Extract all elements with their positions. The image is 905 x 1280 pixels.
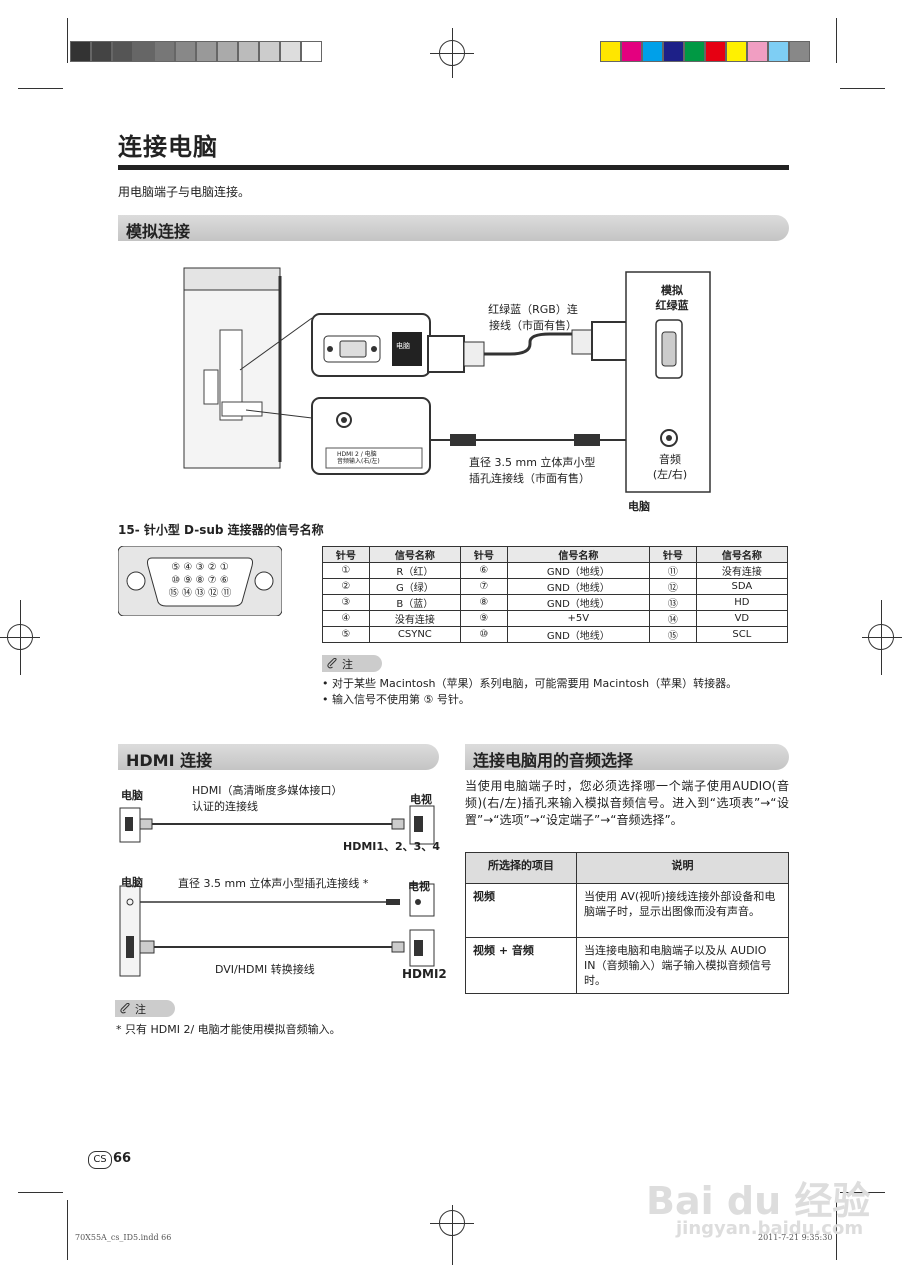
hdmi-pc2-label: 电脑: [121, 876, 143, 889]
note-list-1: • 对于某些 Macintosh（苹果）系列电脑，可能需要用 Macintosh…: [322, 676, 737, 708]
color-swatch: [238, 41, 259, 62]
page-title: 连接电脑: [118, 133, 218, 161]
color-swatch: [789, 41, 810, 62]
table-row: 视频 + 音频 当连接电脑和电脑端子以及从 AUDIO IN（音频输入）端子输入…: [465, 937, 789, 994]
color-swatch: [684, 41, 705, 62]
hdmi-connection-diagram: [119, 805, 435, 977]
table-header-row: 所选择的项目 说明: [465, 852, 789, 884]
dsub-pin-numbers: ⑤ ④ ③ ② ① ⑩ ⑨ ⑧ ⑦ ⑥ ⑮ ⑭ ⑬ ⑫ ⑪: [150, 561, 250, 600]
pin-row: ⑮ ⑭ ⑬ ⑫ ⑪: [168, 588, 232, 599]
vga-plug-pc: [591, 321, 629, 361]
color-swatch: [112, 41, 133, 62]
footer-file: 70X55A_cs_ID5.indd 66: [75, 1233, 172, 1242]
title-rule: [118, 165, 789, 170]
pin-section-title: 15- 针小型 D-sub 连接器的信号名称: [118, 523, 324, 537]
note-tag: 注: [115, 1000, 175, 1017]
language-badge: CS: [88, 1151, 112, 1169]
hdmi-cable-label: HDMI（高清晰度多媒体接口）认证的连接线: [192, 784, 343, 813]
paperclip-icon: [327, 658, 337, 669]
hdmi-tv2-label: 电视: [408, 880, 430, 893]
intro-text: 用电脑端子与电脑连接。: [118, 185, 251, 199]
color-swatch: [705, 41, 726, 62]
pin-row: ⑩ ⑨ ⑧ ⑦ ⑥: [171, 575, 229, 586]
watermark-url: jingyan.baidu.com: [676, 1218, 864, 1239]
color-swatch: [301, 41, 322, 62]
note-item: • 输入信号不使用第 ⑤ 号针。: [322, 693, 470, 706]
color-swatch: [642, 41, 663, 62]
color-swatch: [600, 41, 621, 62]
hdmi2-port-label: HDMI2: [402, 967, 447, 981]
section-band-hdmi: HDMI 连接: [118, 744, 439, 770]
audio-cable-label: 直径 3.5 mm 立体声小型插孔连接线（市面有售）: [469, 456, 596, 485]
pin-row: ⑤ ④ ③ ② ①: [171, 562, 229, 573]
table-header-row: 针号信号名称 针号信号名称 针号信号名称: [322, 546, 789, 563]
hdmi-pc-label: 电脑: [121, 789, 143, 802]
color-swatch: [663, 41, 684, 62]
hdmi-port-label: HDMI 2 / 电脑音频输入(右/左): [337, 451, 380, 465]
color-swatch: [747, 41, 768, 62]
gray-swatch-bar: [70, 41, 322, 62]
hdmi-tv-label: 电视: [410, 793, 432, 806]
color-swatch: [217, 41, 238, 62]
color-swatch: [133, 41, 154, 62]
color-swatch: [175, 41, 196, 62]
analog-connection-diagram: [183, 267, 711, 493]
audio-select-text: 当使用电脑端子时，您必须选择哪一个端子使用AUDIO(音频)(右/左)插孔来输入…: [465, 779, 789, 827]
hdmi-audio-cable-label: 直径 3.5 mm 立体声小型插孔连接线 *: [178, 877, 369, 890]
color-swatch: [70, 41, 91, 62]
color-swatch: [154, 41, 175, 62]
color-swatch-bar: [600, 41, 810, 62]
section-band-audio-select: 连接电脑用的音频选择: [465, 744, 789, 770]
rgb-cable-label: 红绿蓝（RGB）连接线（市面有售）: [488, 303, 578, 332]
pc-label: 电脑: [628, 500, 650, 513]
audio-select-table: 所选择的项目 说明 视频 当使用 AV(视听)接线连接外部设备和电脑端子时，显示…: [465, 852, 789, 994]
pc-rgb-label: 模拟红绿蓝: [655, 284, 689, 312]
tv-port-label: 电脑: [396, 342, 410, 350]
pc-audio-label: 音频(左/右): [652, 453, 688, 481]
vga-plug-tv: [427, 335, 465, 373]
dvi-cable-label: DVI/HDMI 转换接线: [215, 963, 315, 976]
color-swatch: [280, 41, 301, 62]
section-heading: 模拟连接: [126, 222, 191, 241]
color-swatch: [196, 41, 217, 62]
color-swatch: [621, 41, 642, 62]
note-tag: 注: [322, 655, 382, 672]
note-item: • 对于某些 Macintosh（苹果）系列电脑，可能需要用 Macintosh…: [322, 677, 738, 690]
pc-back-panel: [625, 271, 711, 493]
color-swatch: [726, 41, 747, 62]
table-row: 视频 当使用 AV(视听)接线连接外部设备和电脑端子时，显示出图像而没有声音。: [465, 883, 789, 938]
watermark-logo: Bai du 经验: [646, 1179, 871, 1223]
dsub-connector-diagram: [118, 546, 282, 616]
hdmi-note: * 只有 HDMI 2/ 电脑才能使用模拟音频输入。: [116, 1023, 341, 1036]
hdmi-ports-label: HDMI1、2、3、4: [343, 840, 440, 853]
color-swatch: [768, 41, 789, 62]
footer-timestamp: 2011-7-21 9:35:30: [758, 1233, 833, 1242]
color-swatch: [91, 41, 112, 62]
paperclip-icon: [120, 1003, 130, 1014]
color-swatch: [259, 41, 280, 62]
section-band-analog: 模拟连接: [118, 215, 789, 241]
page-number: 66: [113, 1151, 132, 1166]
